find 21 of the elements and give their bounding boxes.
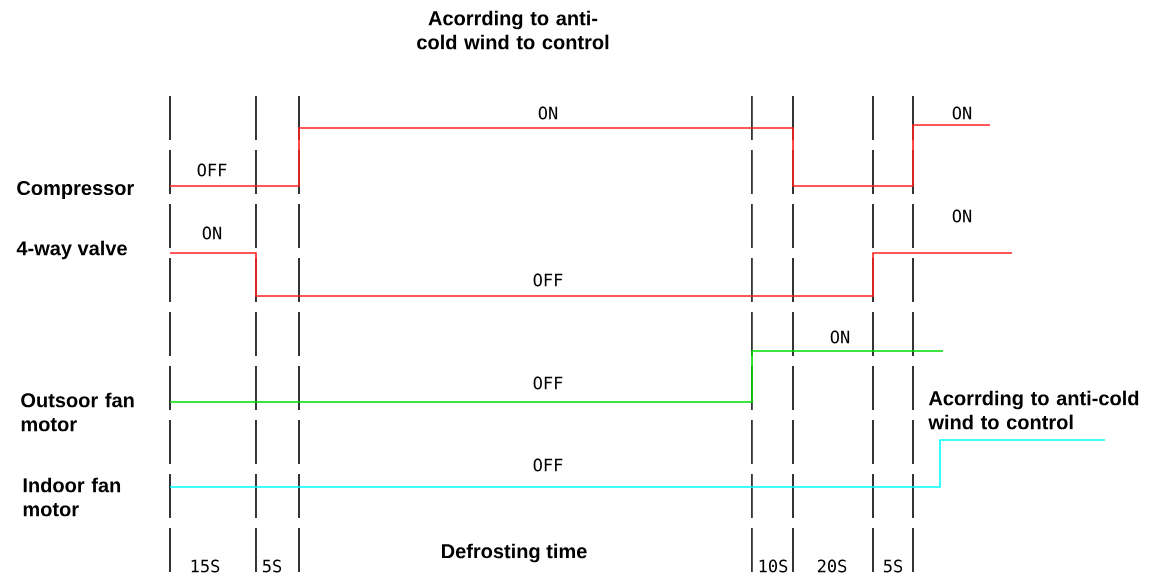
annotation-text: Acorrding to anti-cold wind to control <box>928 390 1139 430</box>
state-label: ON <box>952 209 972 223</box>
signal-name: 4-way valve <box>16 240 127 260</box>
state-label: OFF <box>197 163 227 177</box>
duration-label: 15S <box>191 559 220 573</box>
annotation-text: Acorrding to anti- cold wind to control <box>417 10 609 50</box>
signal-name: Indoor fan motor <box>23 477 121 517</box>
state-label: OFF <box>533 458 563 472</box>
duration-label: 20S <box>817 559 847 573</box>
axis-label: Defrosting time <box>442 543 587 563</box>
signal-name: Outsoor fan motor <box>21 392 134 432</box>
state-label: ON <box>538 106 558 120</box>
duration-label: 5S <box>262 559 282 573</box>
duration-label: 5S <box>883 559 903 573</box>
duration-label: 10S <box>759 559 788 573</box>
state-label: ON <box>830 330 850 344</box>
state-label: OFF <box>533 376 563 390</box>
state-label: ON <box>202 226 222 240</box>
signal-name: Compressor <box>17 180 134 200</box>
state-label: ON <box>952 106 972 120</box>
state-label: OFF <box>533 273 563 287</box>
